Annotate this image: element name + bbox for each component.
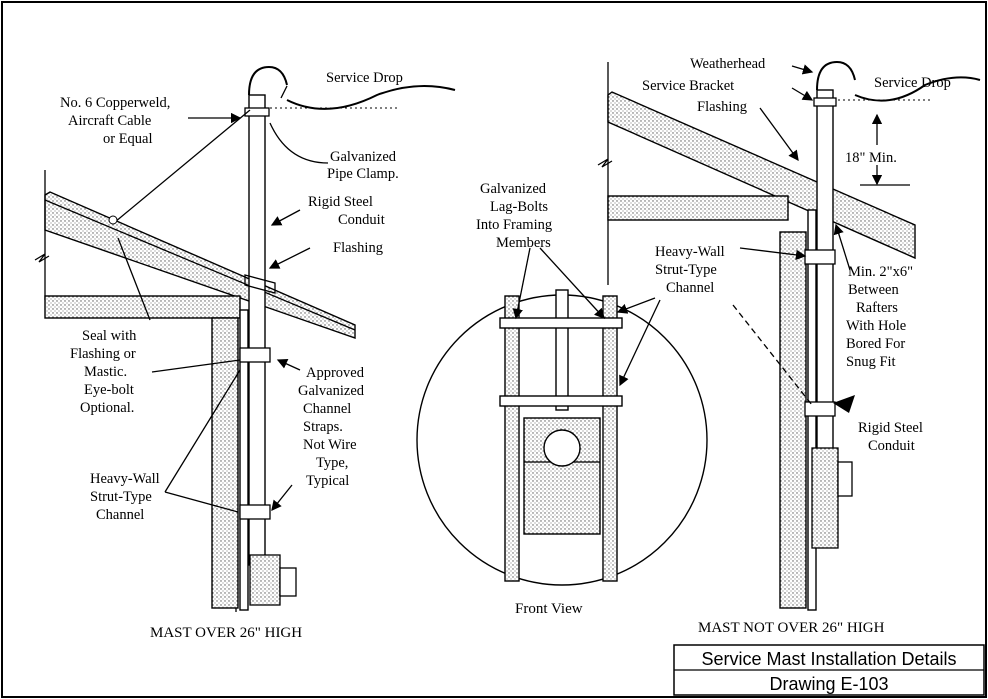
drawing-title: Service Mast Installation Details — [701, 649, 956, 669]
left-seal-label-2: Flashing or — [70, 346, 136, 362]
left-weatherhead — [248, 65, 288, 96]
left-seal-label-1: Seal with — [82, 328, 137, 344]
left-straps-label-1: Approved — [306, 365, 365, 381]
right-conduit — [816, 89, 834, 451]
right-weatherhead — [816, 60, 856, 91]
left-straps-label-4: Straps. — [303, 419, 343, 435]
center-conduit — [555, 289, 569, 411]
left-straps-label-3: Channel — [303, 401, 351, 417]
center-strut-label-3: Channel — [666, 280, 714, 296]
title-block: Service Mast Installation Details Drawin… — [673, 644, 985, 696]
left-copperweld-label-2: Aircraft Cable — [68, 113, 151, 129]
right-service-bracket-label: Service Bracket — [642, 78, 734, 94]
left-conduit-label-2: Conduit — [338, 212, 385, 228]
center-caption: Front View — [515, 601, 583, 617]
center-lag-label-4: Members — [496, 235, 551, 251]
center-strut-label-1: Heavy-Wall — [655, 244, 725, 260]
left-pipe-clamp-label-1: Galvanized — [330, 149, 397, 165]
center-stud-right — [602, 295, 618, 582]
left-meter-box — [249, 554, 281, 606]
right-flashing-label: Flashing — [697, 99, 747, 115]
left-copperweld-label-3: or Equal — [103, 131, 153, 147]
right-meter-box — [811, 447, 839, 549]
right-min2x6-label-2: Between — [848, 282, 899, 298]
left-detail — [34, 65, 456, 612]
labels: Service Drop No. 6 Copperweld, Aircraft … — [60, 56, 951, 641]
left-wall — [211, 317, 239, 609]
left-conduit-label-1: Rigid Steel — [308, 194, 373, 210]
center-lag-label-1: Galvanized — [480, 181, 547, 197]
center-stud-left — [504, 295, 520, 582]
center-channel-top — [499, 317, 623, 329]
center-channel-bottom — [499, 395, 623, 407]
right-caption: MAST NOT OVER 26" HIGH — [698, 620, 885, 636]
right-min2x6-label-6: Snug Fit — [846, 354, 896, 370]
left-strut-label-2: Strut-Type — [90, 489, 152, 505]
left-conduit — [248, 94, 266, 566]
right-min2x6-label-1: Min. 2"x6" — [848, 264, 913, 280]
center-lag-label-2: Lag-Bolts — [490, 199, 548, 215]
right-detail — [597, 60, 981, 611]
right-service-drop-label: Service Drop — [874, 75, 951, 91]
center-strut-label-2: Strut-Type — [655, 262, 717, 278]
left-service-drop-wire — [286, 85, 456, 110]
left-seal-label-5: Optional. — [80, 400, 134, 416]
center-meter-dial — [543, 429, 581, 467]
center-detail — [416, 247, 708, 586]
left-strut-channel — [239, 309, 249, 611]
left-seal-label-3: Mastic. — [84, 364, 127, 380]
left-strut-label-1: Heavy-Wall — [90, 471, 160, 487]
left-straps-label-7: Typical — [306, 473, 349, 489]
right-conduit-label-2: Conduit — [868, 438, 915, 454]
left-straps-label-2: Galvanized — [298, 383, 365, 399]
left-service-drop-label: Service Drop — [326, 70, 403, 86]
right-wall — [779, 231, 807, 609]
left-strut-label-3: Channel — [96, 507, 144, 523]
right-weatherhead-label: Weatherhead — [690, 56, 766, 72]
right-min2x6-label-3: Rafters — [856, 300, 898, 316]
right-min2x6-label-4: With Hole — [846, 318, 906, 334]
right-conduit-label-1: Rigid Steel — [858, 420, 923, 436]
right-min18-label: 18" Min. — [845, 150, 897, 166]
right-roof — [607, 91, 916, 260]
right-beam — [607, 195, 789, 221]
center-lag-label-3: Into Framing — [476, 217, 552, 233]
left-caption: MAST OVER 26" HIGH — [150, 625, 302, 641]
left-flashing-label: Flashing — [333, 240, 383, 256]
left-guy-cable — [114, 109, 251, 223]
left-straps-label-6: Type, — [316, 455, 348, 471]
left-straps-label-5: Not Wire — [303, 437, 357, 453]
left-beam — [44, 295, 241, 319]
left-seal-label-4: Eye-bolt — [84, 382, 134, 398]
left-pipe-clamp-label-2: Pipe Clamp. — [327, 166, 399, 182]
drawing-number: Drawing E-103 — [769, 674, 888, 694]
left-copperweld-label-1: No. 6 Copperweld, — [60, 95, 170, 111]
right-min2x6-label-5: Bored For — [846, 336, 905, 352]
